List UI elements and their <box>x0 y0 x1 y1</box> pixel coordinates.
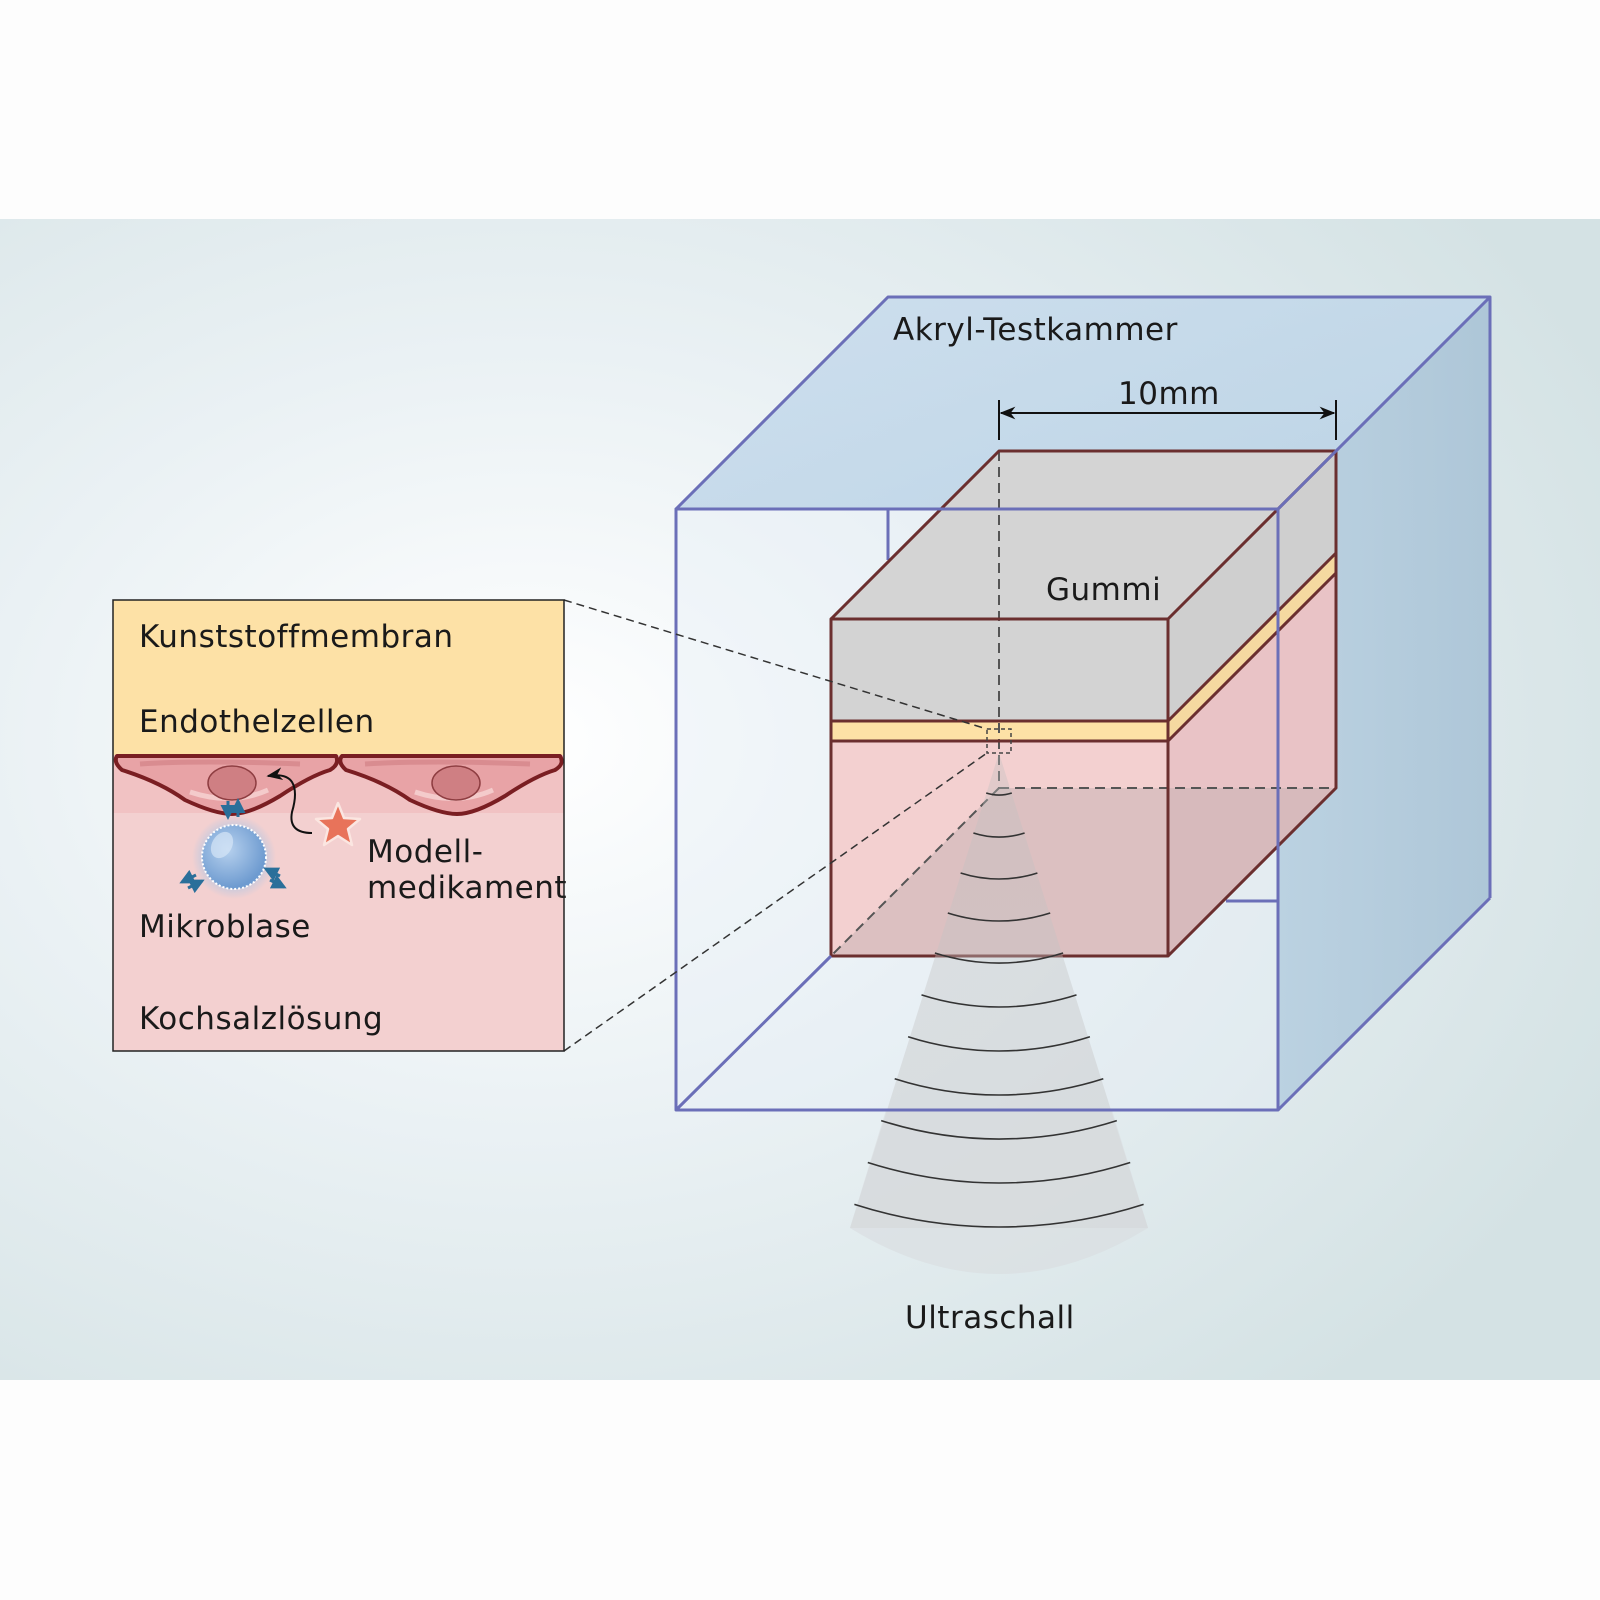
inset-label-drug-2: medikament <box>367 870 567 906</box>
ultrasound-wavefront <box>947 912 1051 922</box>
inset-label-membrane: Kunststoffmembran <box>139 619 454 655</box>
ultrasound-wavefront <box>867 1161 1131 1184</box>
ultrasound-wavefront <box>854 1203 1144 1228</box>
cell-nucleus <box>207 765 257 801</box>
inset-frame <box>112 599 565 1052</box>
inset-label-microbubble: Mikroblase <box>139 909 311 945</box>
drug-uptake-arrow <box>266 767 313 834</box>
callout-line-top <box>563 599 988 730</box>
bubble-arrow-left-out-icon <box>179 869 197 884</box>
label-chamber: Akryl-Testkammer <box>893 312 1178 348</box>
label-dimension: 10mm <box>1118 376 1220 412</box>
callout-line-bottom <box>563 752 988 1052</box>
ultrasound-cone-lower <box>850 1110 1148 1274</box>
ultrasound-wavefront <box>973 832 1025 838</box>
ultrasound-wavefront <box>894 1077 1104 1096</box>
label-rubber: Gummi <box>1046 572 1161 608</box>
ultrasound-wavefront <box>985 792 1013 796</box>
ultrasound-wavefront <box>934 952 1064 964</box>
inset-label-saline: Kochsalzlösung <box>139 1001 383 1037</box>
label-ultrasound: Ultraschall <box>905 1300 1075 1336</box>
block-side-membrane <box>1168 553 1336 741</box>
cell-nucleus <box>431 765 481 801</box>
layer-line-1-side <box>1166 551 1338 723</box>
chamber-edge-front <box>674 507 1280 1112</box>
inset-membrane-region <box>113 600 564 755</box>
inset-detail: Kunststoffmembran Endothelzellen Modell-… <box>112 599 567 1052</box>
chamber-edge-inner-floor <box>674 954 833 1112</box>
drug-star-icon <box>314 801 362 847</box>
endothelial-cell <box>338 754 564 816</box>
bubble-arrow-left-in-icon <box>187 879 205 894</box>
inset-label-endothelial: Endothelzellen <box>139 704 375 740</box>
layer-line-2-side <box>1166 571 1338 743</box>
microbubble <box>179 798 287 899</box>
inset-label-drug-1: Modell- <box>367 834 483 870</box>
ultrasound-wavefront <box>921 994 1077 1008</box>
bubble-arrow-right-in-icon <box>263 867 281 882</box>
ultrasound-wavefront <box>880 1119 1118 1140</box>
block-side-rubber <box>1168 451 1336 721</box>
ultrasound-wavefront <box>907 1036 1091 1052</box>
ultrasound-wavefront <box>960 872 1038 880</box>
dimension-indicator <box>998 400 1337 440</box>
chamber-edges <box>674 295 1492 1112</box>
chamber-edge-bottom-right <box>1276 896 1492 1112</box>
block-hidden-edge-diagonal <box>830 787 1000 957</box>
bubble-arrow-right-out-icon <box>269 874 287 889</box>
